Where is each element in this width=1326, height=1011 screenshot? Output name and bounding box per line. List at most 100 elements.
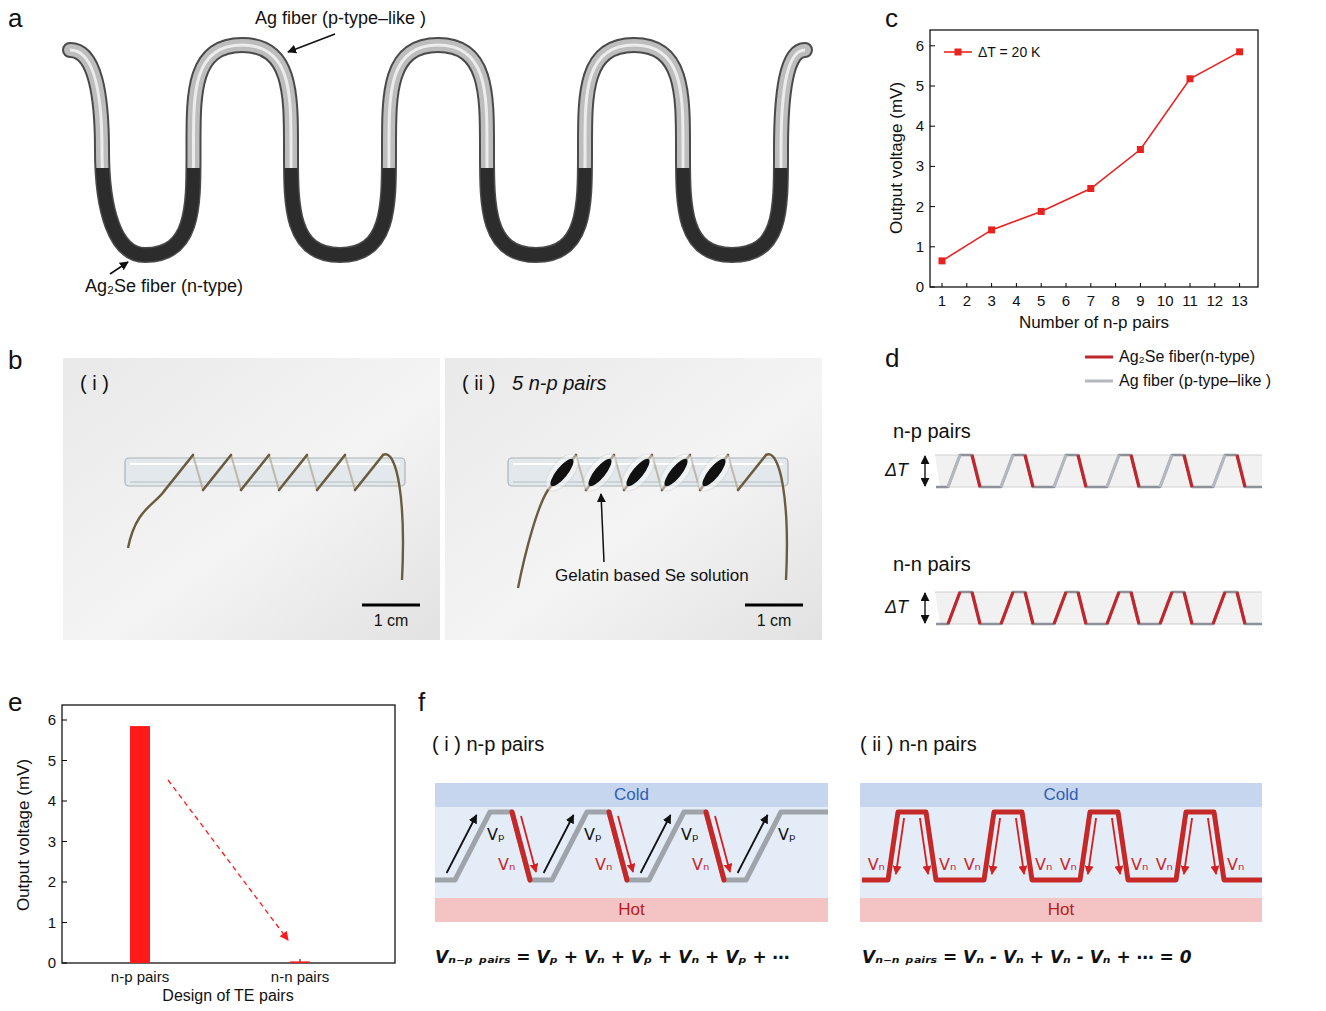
voltage-label: Vₚ [584,826,602,844]
voltage-label: Vₙ [868,856,885,874]
tick-mark [62,720,67,721]
ag2se-segment [1237,592,1245,624]
tick-mark [942,283,943,287]
ag2se-segment [547,456,577,489]
axis-tick-label: 6 [1062,292,1070,309]
panel-letter: a [8,4,22,34]
delta-t-label: ΔT [885,597,908,618]
tick-mark [966,283,967,287]
legend-line [1085,356,1113,359]
voltage-label: Vₙ [1035,856,1052,874]
legend-entry: Ag fiber (p-type–like ) [1085,372,1271,390]
band-label: Hot [618,900,644,920]
tick-mark [1165,283,1166,287]
gelatin-coating [692,448,737,496]
ag2se-segment [661,456,691,489]
helix-front-strand [355,455,383,490]
axis-tick-label: 9 [1136,292,1144,309]
voltage-label: Vₙ [498,856,515,874]
axis-title: Design of TE pairs [162,987,293,1005]
legend-text: Ag fiber (p-type–like ) [1119,372,1271,390]
axis-tick-label: 12 [1206,292,1223,309]
ag2se-segment [1078,455,1086,487]
ag2se-segment [1213,592,1225,624]
tick-mark [930,166,935,167]
axis-tick-label: 13 [1231,292,1248,309]
tick-mark [930,287,935,288]
ag-segment [1001,455,1013,487]
ag2se-segment [585,456,615,489]
helix-front-strand [317,455,345,490]
voltage-arrow [1088,818,1096,874]
axis-tick-label: 4 [1012,292,1020,309]
axis-tick-label: 3 [48,833,56,850]
axis-tick-label: 2 [963,292,971,309]
panel-sublabel: ( i ) n-p pairs [432,733,544,756]
delta-t-arrow [924,593,925,623]
leader-arrow [288,34,335,52]
ag2se-fiber [70,168,805,255]
photo [445,358,822,640]
plot-frame [62,705,395,963]
scale-bar [362,604,420,607]
axis-tick-label: 2 [48,873,56,890]
voltage-arrow [738,815,768,873]
gelatin-coating [540,448,585,496]
axis-tick-label: n-p pairs [111,968,169,985]
ag-segment [1213,455,1225,487]
band-label: Cold [614,785,649,805]
voltage-label: Vₚ [681,826,699,844]
legend-sample [1085,351,1113,363]
voltage-arrow [1208,818,1216,874]
ag2se-segment [1025,455,1033,487]
ag2se-segment [699,456,729,489]
photo-background [445,358,822,640]
axis-title: Output voltage (mV) [14,759,34,911]
axis-tick-label: 11 [1182,292,1198,309]
rail [935,592,1262,593]
axis-tick-label: n-n pairs [271,968,329,985]
axis-tick-label: 3 [987,292,995,309]
thermocouple-schematic [435,806,1262,898]
band-label: Hot [1048,900,1074,920]
helix-front-strand [279,455,307,490]
temperature-band: Hot [860,898,1262,922]
voltage-arrow [641,815,671,873]
axis-tick-label: 5 [916,77,924,94]
tick-mark [62,963,67,964]
row-label: n-p pairs [893,420,971,443]
tick-mark [991,283,992,287]
panel-letter: e [8,688,22,718]
ag2se-segment [1131,455,1139,487]
tick-mark [930,206,935,207]
voltage-label: Vₙ [964,856,981,874]
helix-front-strand [203,455,231,490]
legend-sample [1085,375,1113,387]
voltage-label: Vₙ [1156,856,1173,874]
ag2se-segment [1025,592,1033,624]
helix-back-strand [307,455,317,490]
trend-arrow [168,780,288,940]
tick-mark [62,801,67,802]
ag2se-segment [1001,592,1013,624]
axis-tick-label: 1 [938,292,946,309]
ag-fiber-highlight [70,45,805,168]
tick-mark [62,882,67,883]
tick-mark [1239,283,1240,287]
voltage-label: Vₚ [487,826,505,844]
panel-letter: b [8,346,22,376]
plot-frame [930,30,1258,287]
substrate-plane [935,455,1262,487]
axis-tick-label: 4 [916,118,924,135]
panel-sublabel: ( ii ) n-n pairs [860,733,977,756]
te-pair-schematic [925,455,1262,487]
helix-back-strand [193,455,203,490]
tick-mark [1214,283,1215,287]
gradient-region [435,806,828,898]
voltage-arrow [896,818,904,874]
helix-back-strand [345,455,355,490]
data-marker [1236,48,1243,55]
voltage-arrow [544,815,574,873]
helix-front-strand [738,455,766,490]
